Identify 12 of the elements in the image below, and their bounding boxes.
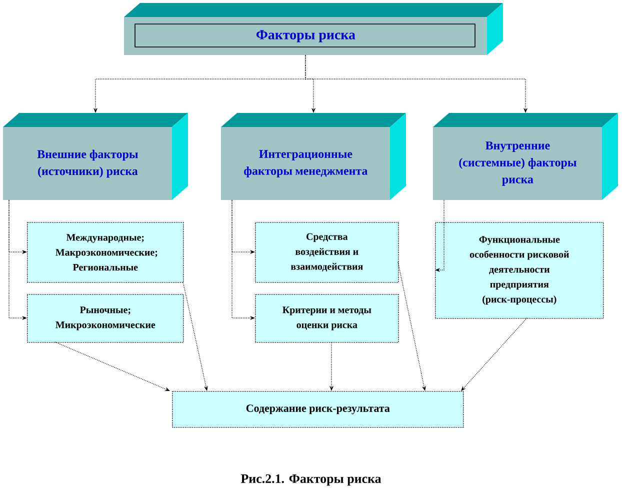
text-box: Международные; Макроэкономические; Региональные	[27, 222, 184, 283]
text-box: Рыночные; Микроэкономические	[27, 294, 184, 343]
text-box: Средства воздействия и взаимодействия	[255, 222, 399, 283]
block-box: Внешние факторы (источники) риска	[3, 113, 188, 200]
text-box: Содержание риск-результата	[172, 391, 464, 428]
text-box: Функциональные особенности рисковой деятельности предприятия (риск-процессы)	[435, 222, 604, 319]
block-box: Интеграционные факторы менеджмента	[221, 113, 406, 200]
text-box: Критерии и методы оценки риска	[255, 294, 399, 343]
block-box: Внутренние (системные) факторы риска	[433, 113, 618, 200]
arrow	[461, 318, 528, 391]
caption: Рис.2.1. Факторы риска	[240, 474, 382, 486]
block-box: Факторы риска	[124, 3, 503, 55]
